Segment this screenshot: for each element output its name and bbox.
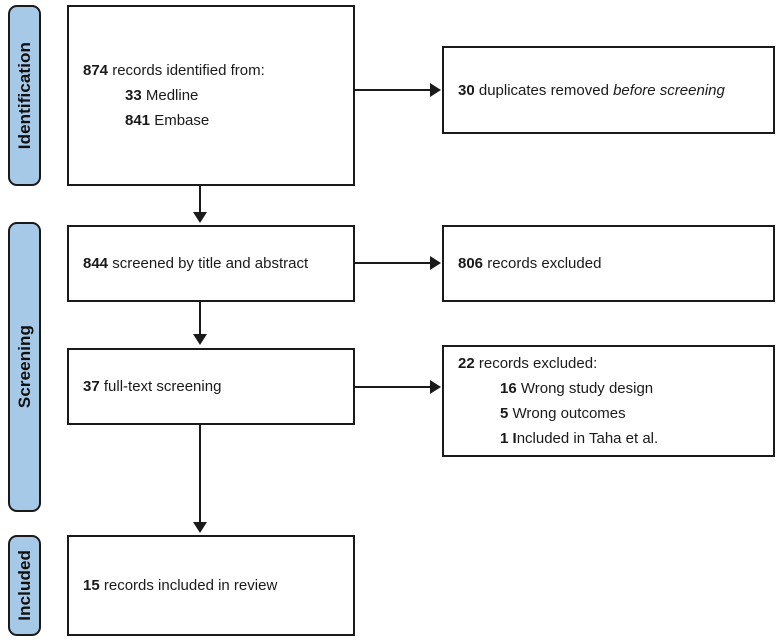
excluded-screening-label: records excluded	[483, 255, 602, 272]
box-fulltext-screening: 37 full-text screening	[67, 348, 355, 425]
arrow-right-icon-identified-to-duplicates	[430, 83, 441, 97]
stage-pill-identification: Identification	[8, 5, 41, 186]
reason-taha-count: 1	[500, 430, 509, 447]
excluded-reason-wrong-outcomes: 5 Wrong outcomes	[458, 401, 759, 426]
connector-fulltext-to-excluded	[355, 386, 431, 388]
box-duplicates-removed-text: 30 duplicates removed before screening	[444, 78, 773, 103]
box-records-identified-text: 874 records identified from: 33 Medline …	[69, 58, 353, 133]
arrow-down-icon-identified-to-screened	[193, 212, 207, 223]
reason-taha-bold-lead: I	[512, 430, 517, 447]
duplicates-emphasis: before screening	[613, 81, 725, 99]
final-included-count: 15	[83, 577, 100, 594]
duplicates-count: 30	[458, 81, 475, 99]
identified-medline-count: 33	[125, 87, 142, 104]
identified-medline-label: Medline	[141, 87, 199, 104]
box-records-screened: 844 screened by title and abstract	[67, 225, 355, 302]
stage-pill-included: Included	[8, 535, 41, 636]
arrow-down-icon-screened-to-fulltext	[193, 334, 207, 345]
box-records-excluded-fulltext-text: 22 records excluded: 16 Wrong study desi…	[444, 351, 773, 451]
box-records-included-text: 15 records included in review	[69, 573, 353, 598]
connector-identified-to-duplicates	[355, 89, 431, 91]
box-duplicates-removed: 30 duplicates removed before screening	[442, 46, 775, 134]
stage-label-identification: Identification	[14, 41, 34, 150]
reason-taha-label: ncluded in Taha et al.	[516, 430, 659, 447]
connector-screened-to-fulltext	[199, 302, 201, 335]
identified-label: records identified from:	[108, 62, 265, 79]
screened-label: screened by title and abstract	[108, 255, 309, 272]
excluded-fulltext-count: 22	[458, 355, 475, 372]
excluded-fulltext-label: records excluded:	[474, 355, 598, 372]
stage-pill-screening: Screening	[8, 222, 41, 512]
fulltext-label: full-text screening	[99, 378, 222, 395]
arrow-down-icon-fulltext-to-included	[193, 522, 207, 533]
box-records-excluded-screening-text: 806 records excluded	[444, 251, 773, 276]
identified-main-line: 874 records identified from:	[83, 58, 339, 83]
arrow-right-icon-screened-to-excluded	[430, 256, 441, 270]
identified-embase-count: 841	[125, 112, 151, 129]
excluded-reason-wrong-study-design: 16 Wrong study design	[458, 376, 759, 401]
fulltext-count: 37	[83, 378, 100, 395]
box-records-identified: 874 records identified from: 33 Medline …	[67, 5, 355, 186]
identified-source-embase: 841 Embase	[83, 108, 339, 133]
final-included-label: records included in review	[99, 577, 278, 594]
duplicates-label: duplicates removed	[474, 81, 614, 99]
identified-count: 874	[83, 62, 109, 79]
stage-label-screening: Screening	[14, 325, 34, 409]
box-fulltext-screening-text: 37 full-text screening	[69, 374, 353, 399]
identified-embase-label: Embase	[150, 112, 210, 129]
reason-design-label: Wrong study design	[516, 380, 654, 397]
excluded-fulltext-main-line: 22 records excluded:	[458, 351, 759, 376]
connector-identified-to-screened	[199, 186, 201, 214]
connector-screened-to-excluded	[355, 262, 431, 264]
box-records-excluded-screening: 806 records excluded	[442, 225, 775, 302]
screened-count: 844	[83, 255, 109, 272]
reason-outcomes-count: 5	[500, 405, 509, 422]
stage-label-included: Included	[14, 550, 34, 621]
identified-source-medline: 33 Medline	[83, 83, 339, 108]
reason-design-count: 16	[500, 380, 517, 397]
box-records-excluded-fulltext: 22 records excluded: 16 Wrong study desi…	[442, 345, 775, 457]
arrow-right-icon-fulltext-to-excluded	[430, 380, 441, 394]
connector-fulltext-to-included	[199, 425, 201, 523]
excluded-reason-included-in-taha: 1 Included in Taha et al.	[458, 426, 759, 451]
excluded-screening-count: 806	[458, 255, 484, 272]
box-records-screened-text: 844 screened by title and abstract	[69, 251, 353, 276]
box-records-included: 15 records included in review	[67, 535, 355, 636]
reason-outcomes-label: Wrong outcomes	[508, 405, 626, 422]
